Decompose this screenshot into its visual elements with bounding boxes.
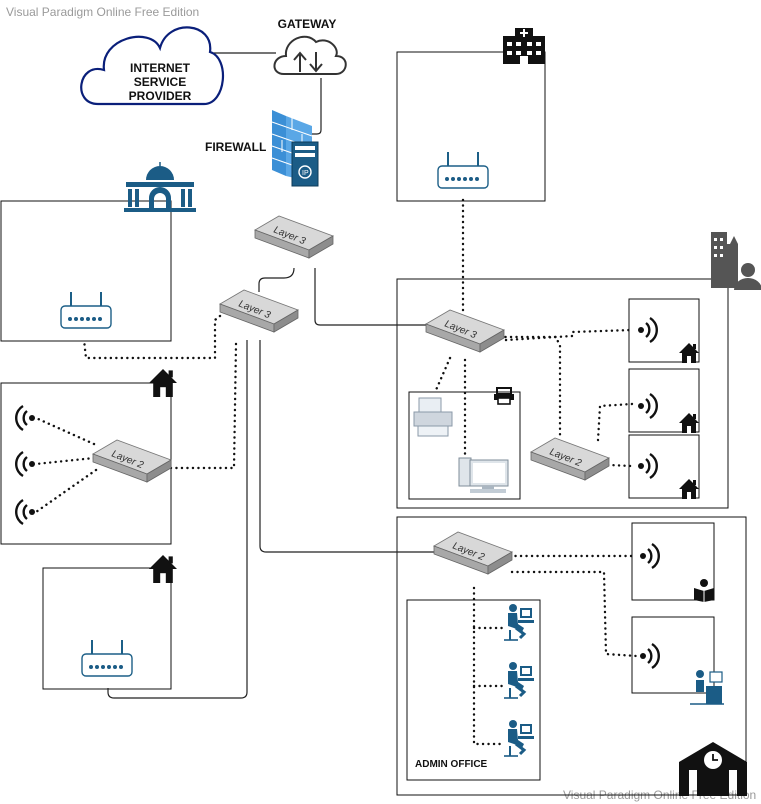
hospital-box: [396, 51, 546, 202]
l2d-teacher-link: [510, 570, 638, 658]
hospital-router-icon: [437, 151, 489, 189]
wifi-icon: [638, 642, 660, 670]
wifi-icon: [636, 392, 658, 420]
layer2-switch-house: Layer 2: [92, 439, 172, 483]
school-building-icon: [679, 742, 747, 796]
gateway-label: GATEWAY: [278, 17, 337, 31]
home-icon: [149, 369, 177, 397]
wifi-icon: [15, 404, 37, 432]
l3c-printer-link: [434, 356, 452, 392]
l3a-building-link: [314, 268, 426, 326]
hospital-icon: [503, 28, 545, 64]
l2-wifi2-link: [34, 456, 96, 466]
svg-text:IP: IP: [302, 170, 309, 177]
layer3-switch-left: Layer 3: [219, 289, 299, 333]
printer-small-icon: [494, 387, 514, 405]
layer2-switch-school: Layer 2: [433, 531, 513, 575]
library-reader-icon: [694, 579, 714, 602]
layer2-switch-building: Layer 2: [530, 437, 610, 481]
isp-cloud-icon: [80, 26, 224, 106]
layer3-switch-core: Layer 3: [254, 215, 334, 259]
l2-wifi1-link: [34, 416, 96, 446]
government-router-icon: [60, 291, 112, 329]
admin-office-label: ADMIN OFFICE: [415, 759, 488, 770]
library-cell: [631, 522, 715, 601]
government-building-icon: [124, 162, 196, 212]
l2-wifi3-link: [34, 468, 98, 514]
isp-label-line1: INTERNET: [130, 61, 191, 75]
home-icon: [679, 413, 699, 433]
teacher-icon: [690, 670, 724, 705]
l2c-home2-link: [596, 402, 634, 442]
wifi-icon: [638, 542, 660, 570]
office-worker-icon: [502, 602, 536, 642]
wifi-icon: [636, 452, 658, 480]
house-router-icon: [81, 639, 133, 677]
l3b-l2-house-link: [168, 342, 238, 470]
l3c-l2c-link: [498, 335, 562, 440]
layer3-switch-building: Layer 3: [425, 309, 505, 353]
l3b-school-link: [259, 340, 436, 553]
office-building-box: [396, 278, 729, 509]
office-worker-icon: [502, 718, 536, 758]
office-building-icon: [711, 232, 761, 290]
isp-label-line2: SERVICE: [134, 75, 186, 89]
home-icon: [679, 479, 699, 499]
l3a-l3b-link: [258, 267, 295, 292]
printer-icon: [413, 397, 453, 437]
gateway-firewall-link: [304, 78, 322, 135]
government-box: [0, 200, 172, 342]
watermark-top: Visual Paradigm Online Free Edition: [6, 5, 199, 19]
firewall-label: FIREWALL: [205, 140, 266, 154]
home-icon: [149, 555, 177, 583]
school-box: [396, 516, 747, 796]
office-worker-icon: [502, 660, 536, 700]
gateway-cloud-icon: [273, 35, 347, 75]
l3c-home1-link: [504, 328, 634, 342]
l3b-house2-link: [107, 340, 248, 699]
l2c-home3-link: [606, 463, 634, 468]
wifi-icon: [15, 450, 37, 478]
government-ap-link: [82, 314, 222, 360]
l2d-admin-trunk: [472, 586, 504, 746]
desktop-computer-icon: [458, 457, 509, 493]
teacher-cell: [631, 616, 715, 694]
firewall-icon: IP: [271, 110, 319, 187]
isp-label-line3: PROVIDER: [129, 89, 192, 103]
home-icon: [679, 343, 699, 363]
wifi-icon: [15, 498, 37, 526]
wifi-icon: [636, 316, 658, 344]
home-cell-2: [628, 368, 700, 433]
house-box-2: [42, 567, 172, 690]
